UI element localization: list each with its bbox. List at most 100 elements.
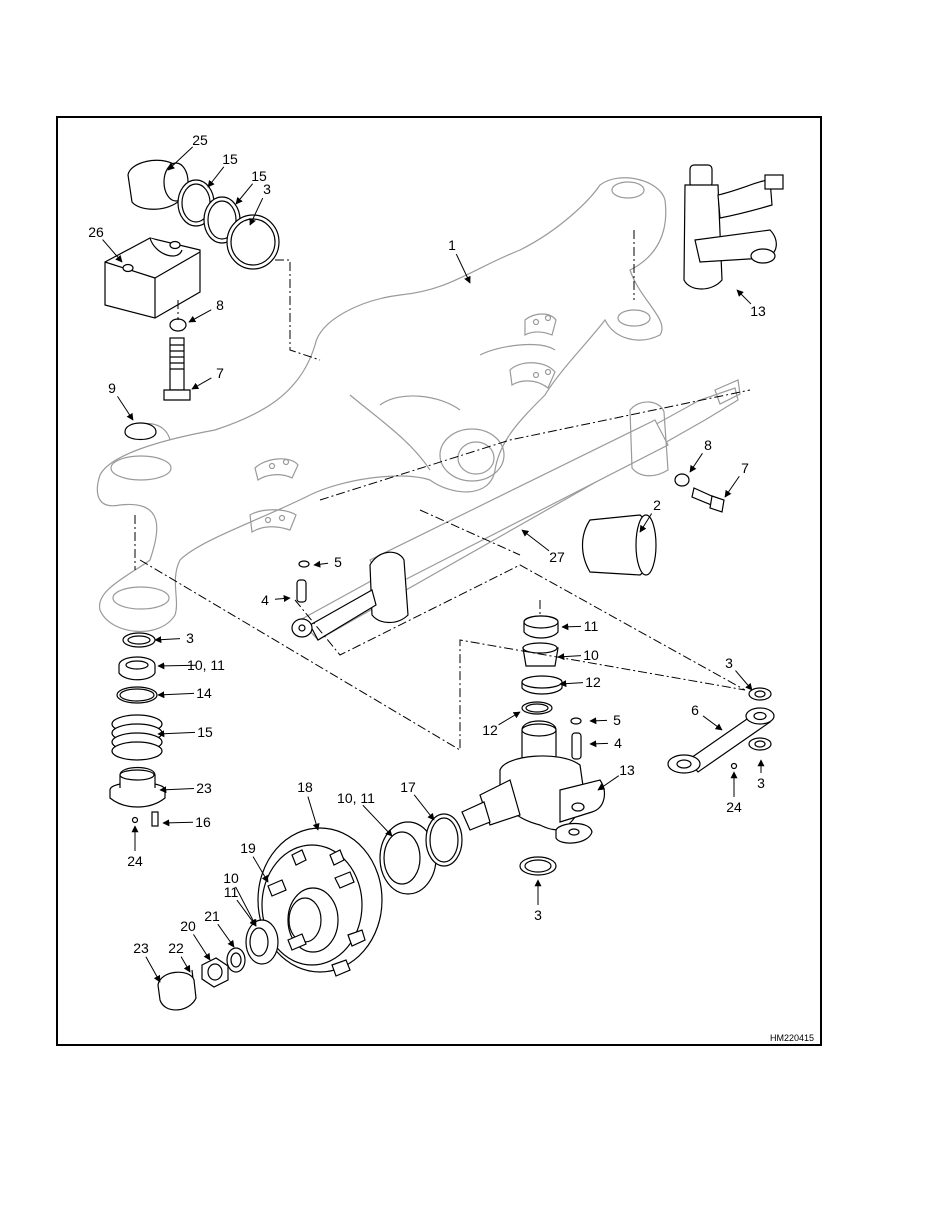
callout-number: 5 (613, 712, 621, 728)
callout-c13b: 13 (597, 762, 635, 791)
callout-number: 3 (263, 181, 271, 197)
callout-leader (236, 899, 257, 927)
callout-c3d: 3 (757, 759, 765, 791)
callout-number: 14 (196, 685, 212, 701)
callout-c3b: 3 (154, 630, 194, 646)
callout-c18: 18 (297, 779, 320, 831)
callout-number: 12 (482, 722, 498, 738)
callout-number: 19 (240, 840, 256, 856)
callout-leader (191, 377, 212, 390)
callout-c23b: 23 (133, 940, 161, 983)
callout-leader (521, 529, 550, 552)
callout-number: 13 (619, 762, 635, 778)
callout-c2: 2 (639, 497, 661, 533)
callout-leader (180, 956, 191, 973)
phantom-lines (134, 230, 751, 751)
callout-c15c: 15 (157, 724, 213, 740)
callout-c5b: 5 (589, 712, 621, 728)
callout-leader (249, 197, 264, 226)
callout-c20: 20 (180, 918, 211, 961)
callout-number: 2 (653, 497, 661, 513)
callout-c11: 11 (561, 618, 598, 634)
callout-number: 16 (195, 814, 211, 830)
callout-c19: 19 (240, 840, 269, 883)
callout-number: 4 (261, 592, 269, 608)
callout-number: 23 (196, 780, 212, 796)
callout-c26: 26 (88, 224, 123, 263)
callout-c3e: 3 (534, 879, 542, 923)
callout-leader (597, 775, 620, 791)
callout-number: 4 (614, 735, 622, 751)
callout-leader (117, 396, 134, 421)
callout-c4a: 4 (261, 592, 291, 608)
callout-leader (188, 309, 212, 323)
callout-c5a: 5 (313, 554, 342, 570)
callout-c21: 21 (204, 908, 235, 948)
callout-c3a: 3 (249, 181, 271, 226)
callout-leader (702, 715, 723, 731)
clamp-block (104, 237, 201, 319)
callout-leader (307, 796, 320, 831)
hub-bearing-inner (226, 919, 279, 973)
callout-leader (561, 623, 582, 631)
callout-leader (159, 786, 195, 794)
pin-4-left (296, 560, 310, 603)
callout-number: 24 (726, 799, 742, 815)
callout-leader (167, 146, 194, 171)
callout-number: 7 (216, 365, 224, 381)
callout-number: 20 (180, 918, 196, 934)
callout-leader (217, 923, 235, 948)
bolt-7-left (163, 337, 191, 401)
callout-leader (689, 453, 703, 473)
bolt-7-right (691, 487, 725, 513)
callout-c14: 14 (157, 685, 212, 701)
callout-c10_11a: 10, 11 (157, 657, 225, 673)
callout-number: 15 (197, 724, 213, 740)
washer-8-right (674, 473, 690, 487)
callout-number: 22 (168, 940, 184, 956)
callout-c11b: 11 (224, 884, 257, 927)
callout-number: 8 (704, 437, 712, 453)
tie-rod (667, 687, 775, 774)
callout-number: 23 (133, 940, 149, 956)
callout-leader (589, 740, 609, 748)
callout-c13a: 13 (736, 289, 766, 319)
kingpin-stack-left (109, 632, 166, 827)
callout-number: 15 (251, 168, 267, 184)
callout-number: 21 (204, 908, 220, 924)
callout-c10_11b: 10, 11 (337, 790, 393, 837)
callout-leader (235, 183, 254, 205)
steering-cylinder (291, 379, 741, 641)
callout-number: 15 (222, 151, 238, 167)
callout-leader (559, 680, 584, 688)
callout-c8b: 8 (689, 437, 712, 473)
callout-c12b: 12 (482, 711, 521, 738)
steering-knuckle-lower (461, 720, 606, 876)
callout-number: 10, 11 (337, 790, 375, 806)
callout-c16: 16 (162, 814, 211, 830)
steering-knuckle-right (683, 164, 784, 290)
callout-number: 8 (216, 297, 224, 313)
callout-c22: 22 (168, 940, 191, 973)
cap-9 (124, 422, 157, 441)
callout-leader (735, 670, 753, 691)
callout-leader (639, 513, 653, 533)
callout-c12a: 12 (559, 674, 601, 690)
callout-number: 10 (583, 647, 599, 663)
callout-leader (252, 856, 269, 883)
callout-number: 7 (741, 460, 749, 476)
callout-number: 25 (192, 132, 208, 148)
callout-number: 12 (585, 674, 601, 690)
callout-number: 17 (400, 779, 416, 795)
callout-leader (193, 934, 211, 961)
callout-number: 3 (757, 775, 765, 791)
callout-number: 1 (448, 237, 456, 253)
callout-c9: 9 (108, 380, 134, 421)
callout-number: 10, 11 (187, 657, 225, 673)
wheel-hub (257, 827, 383, 977)
callout-leader (274, 595, 291, 602)
callout-c24a: 24 (127, 825, 143, 869)
diagram-frame (56, 116, 822, 1046)
callout-number: 3 (534, 907, 542, 923)
